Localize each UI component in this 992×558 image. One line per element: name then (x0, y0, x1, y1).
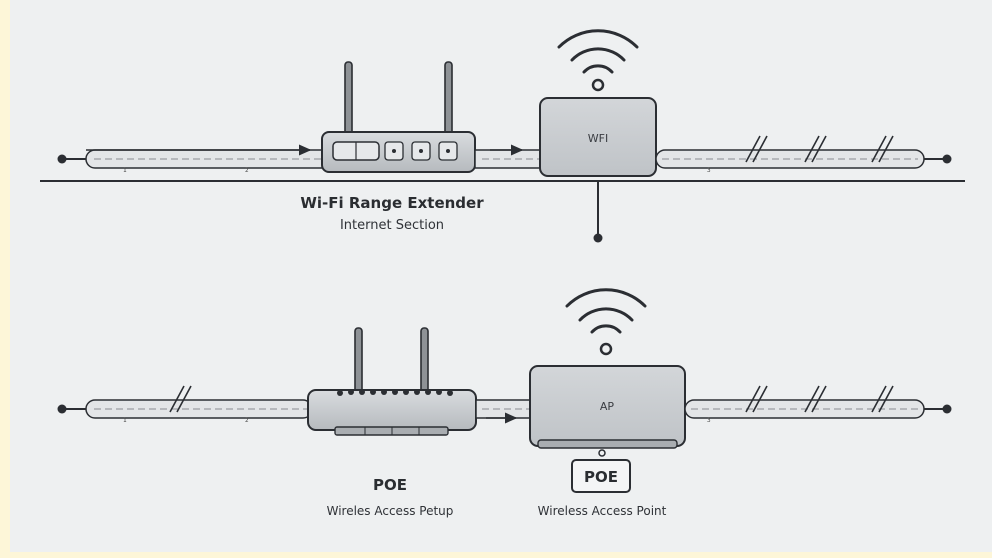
router-icon (321, 61, 476, 173)
cable-marker: 1 (123, 167, 127, 174)
cable-marker: 1 (123, 417, 127, 424)
antenna-icon (354, 327, 363, 393)
section-subtitle-internet: Internet Section (340, 218, 444, 233)
section-title-extender: Wi-Fi Range Extender (300, 194, 484, 212)
top-left-cable: 1 2 (57, 144, 332, 174)
section-subtitle-poe: Wireles Access Petup (327, 504, 454, 518)
section-title-poe: POE (373, 476, 407, 494)
antenna-icon (444, 61, 453, 135)
network-diagram: 1 2 WFI (40, 29, 965, 518)
cable-marker: 3 (707, 417, 711, 424)
wifi-signal-icon (565, 288, 647, 356)
cable-marker: 3 (707, 167, 711, 174)
poe-badge: POE (571, 459, 631, 493)
antenna-icon (344, 61, 353, 135)
access-point-icon: AP (529, 365, 686, 449)
top-section: 1 2 WFI (40, 29, 965, 243)
device-label-wfi: WFI (588, 132, 608, 145)
router-icon (307, 327, 477, 436)
bottom-right-cable: 3 (684, 385, 952, 424)
cable-marker: 2 (245, 417, 249, 424)
antenna-icon (420, 327, 429, 393)
cable-marker: 2 (245, 167, 249, 174)
device-label-ap: AP (600, 400, 615, 413)
wifi-signal-icon (557, 29, 639, 92)
access-point-icon: WFI (539, 97, 657, 177)
poe-badge-text: POE (584, 468, 618, 486)
diagram-canvas: 1 2 WFI (10, 0, 992, 552)
bottom-left-cable: 1 2 (57, 385, 313, 424)
top-right-cable: 3 (655, 135, 952, 174)
device-caption-ap: Wireless Access Point (538, 504, 667, 518)
bottom-section: 1 2 AP (57, 288, 952, 518)
